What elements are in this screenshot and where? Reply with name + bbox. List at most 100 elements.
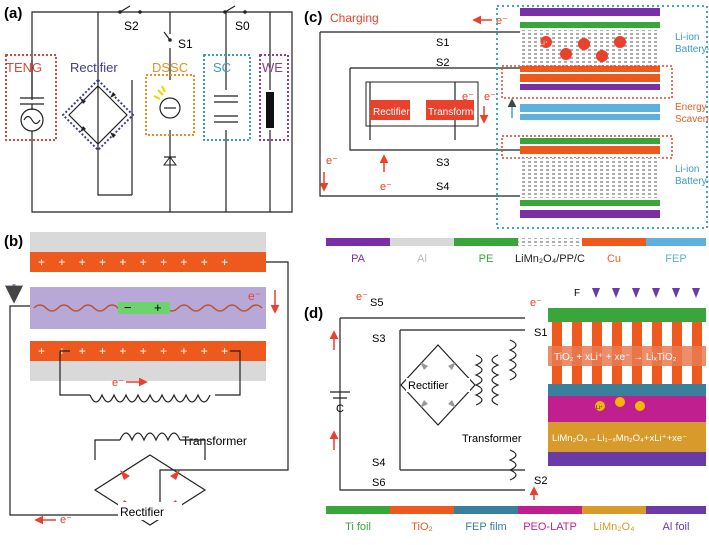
switch-d-s3: S3 [372, 333, 385, 345]
electron-right: e⁻ [248, 289, 261, 303]
panel-a-label: (a) [4, 5, 22, 22]
dssc-label: DSSC [152, 60, 188, 75]
switch-s1-label: S1 [178, 37, 193, 51]
equation-bottom: LiMn₂O₄→Li₁₋ₓMn₂O₄+xLi⁺+xe⁻ [552, 433, 687, 444]
legend-d-swatch-1 [390, 506, 454, 514]
switch-d-s6: S6 [372, 477, 385, 489]
plus-row-bottom: + + + + + + + + + + [38, 344, 228, 358]
we-label: WE [262, 60, 283, 75]
panel-b: (b) + + + + + + + + + + − + + + + + + + … [4, 232, 289, 526]
switch-s2-label: S2 [124, 19, 139, 33]
battery2-line1: Li-ion [675, 164, 699, 175]
rectifier-label-a: Rectifier [70, 60, 118, 75]
panel-a: (a) S2 S1 S0 TENG Rectifier DSSC [4, 5, 293, 213]
rectifier-label-b: Rectifier [120, 505, 164, 519]
capacitor-label: C [336, 403, 344, 415]
plus-sign: + [154, 300, 162, 315]
battery1-line1: Li-ion [675, 32, 699, 43]
electron-left-c: e⁻ [326, 155, 338, 167]
electron-mid-c2: e⁻ [484, 91, 496, 103]
switch-c-s2: S2 [436, 57, 449, 69]
teng-label: TENG [6, 60, 42, 75]
sc-label: SC [213, 60, 231, 75]
electron-s4: e⁻ [380, 181, 392, 193]
legend-c-swatch-0 [326, 238, 390, 246]
dssc-box [145, 74, 195, 136]
limn2o4-layer [548, 422, 706, 452]
legend-c-label-5: FEP [665, 253, 686, 265]
fep-layer [548, 384, 706, 396]
legend-c-label-1: Al [417, 253, 427, 265]
switch-s0-label: S0 [235, 19, 250, 33]
li-ion-c: Li⁺ [540, 40, 548, 47]
legend-d-label-0: Ti foil [345, 521, 371, 533]
legend-c-swatch-2 [454, 238, 518, 246]
rectifier-label-d: Rectifier [408, 380, 449, 392]
electron-mid-c: e⁻ [462, 91, 474, 103]
switch-d-s2: S2 [534, 475, 547, 487]
charging-label: Charging [330, 11, 379, 25]
legend-c-swatch-1 [390, 238, 454, 246]
li-ion-d: Li⁺ [596, 405, 603, 411]
legend-d-swatch-5 [646, 506, 706, 514]
legend-d-label-3: PEO-LATP [523, 521, 577, 533]
battery1-line2: Battery-1 [675, 44, 709, 55]
panel-b-label: (b) [4, 233, 23, 250]
legend-d-label-4: LiMn₂O₄ [593, 521, 635, 533]
legend-c-label-2: PE [479, 253, 494, 265]
legend-d-swatch-3 [518, 506, 582, 514]
sc-box [203, 54, 251, 141]
legend-c-label-3: LiMn₂O₄/PP/C [515, 253, 585, 265]
legend-d-swatch-2 [454, 506, 518, 514]
al-foil-layer [548, 452, 706, 466]
energy-line2: Scavenging [675, 114, 709, 125]
transformer-label-d: Transformer [462, 433, 522, 445]
transformer-label-c: Transformer [428, 107, 483, 118]
minus-sign: − [124, 300, 132, 315]
legend-c-label-4: Cu [607, 253, 621, 265]
electron-transformer: e⁻ [112, 377, 124, 389]
rectifier-block-c [370, 100, 410, 120]
legend-c: PA Al PE LiMn₂O₄/PP/C Cu FEP [326, 238, 706, 265]
peo-latp-layer [548, 396, 706, 422]
electron-d-top: e⁻ [356, 291, 368, 303]
panel-c-label: (c) [304, 9, 322, 26]
legend-c-swatch-4 [582, 238, 646, 246]
panel-d: (d) S5 S3 S4 S6 S1 S2 C e⁻ e⁻ Rectifier … [304, 288, 706, 533]
bottom-electrode [30, 341, 266, 361]
force-label: F [574, 288, 580, 299]
rectifier-diamond-a [61, 78, 135, 152]
energy-line1: Energy [675, 102, 707, 113]
electron-d-right: e⁻ [530, 297, 542, 309]
equation-top: TiO₂ + xLi⁺ + xe⁻ → LiₓTiO₂ [554, 352, 677, 363]
legend-c-swatch-3 [518, 238, 582, 246]
switch-d-s4: S4 [372, 457, 385, 469]
ti-foil-layer [548, 308, 706, 322]
switch-d-s1: S1 [534, 327, 547, 339]
switch-c-s1: S1 [436, 37, 449, 49]
teng-box [5, 54, 57, 141]
electron-top-c: e⁻ [496, 15, 508, 27]
rectifier-label-c: Rectifier [373, 107, 410, 118]
legend-d-swatch-4 [582, 506, 646, 514]
legend-c-swatch-5 [646, 238, 706, 246]
legend-d: Ti foil TiO₂ FEP film PEO-LATP LiMn₂O₄ A… [326, 506, 706, 533]
switch-c-s3: S3 [436, 157, 449, 169]
transformer-label-b: Transformer [182, 434, 247, 448]
electron-bottom: e⁻ [60, 514, 72, 526]
legend-d-label-1: TiO₂ [411, 521, 433, 533]
panel-d-label: (d) [304, 305, 323, 322]
transformer-block-c [426, 100, 474, 120]
we-box [259, 54, 289, 141]
top-electrode [30, 252, 266, 272]
panel-c: (c) Charging e⁻ S1 S2 S3 S4 Rectifier Tr… [304, 5, 709, 265]
legend-d-label-2: FEP film [465, 521, 506, 533]
battery-region [496, 5, 708, 229]
legend-d-label-5: Al foil [663, 521, 690, 533]
legend-d-swatch-0 [326, 506, 390, 514]
plus-row-top: + + + + + + + + + + [38, 255, 228, 269]
switch-d-s5: S5 [370, 297, 383, 309]
switch-c-s4: S4 [436, 181, 449, 193]
legend-c-label-0: PA [351, 253, 366, 265]
